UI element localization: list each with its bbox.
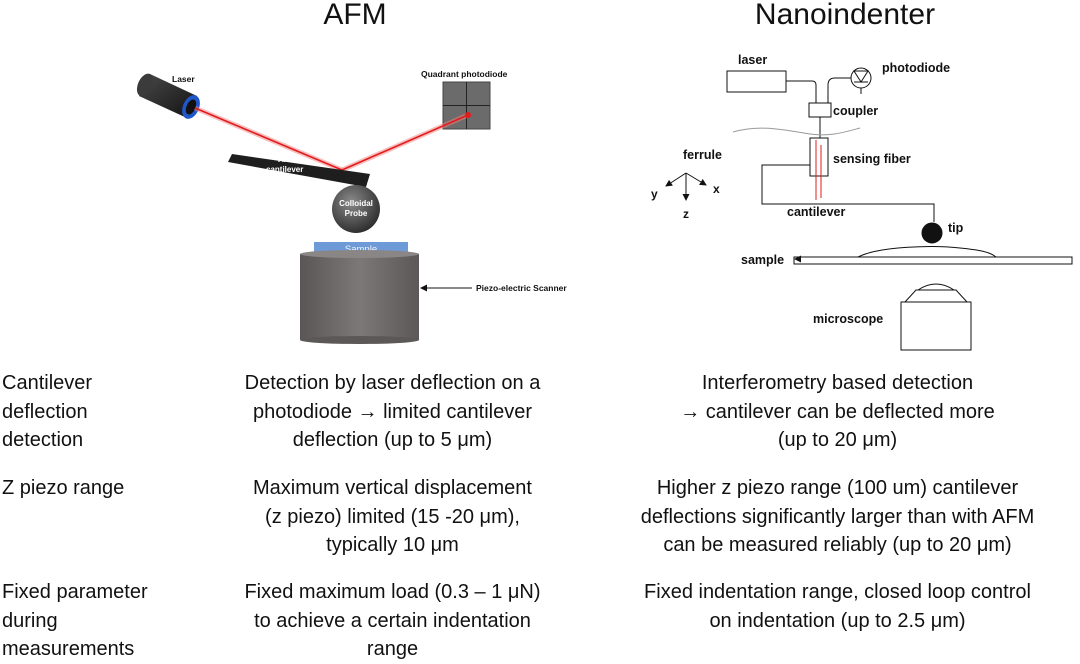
ni-microscope-label: microscope (813, 312, 883, 326)
ni-tip-label: tip (948, 221, 964, 235)
afm-diagram: Laser Quadrant photodiode AFM cantilever… (136, 69, 567, 344)
row-label-fixed-parameter: Fixed parameter during measurements (2, 581, 148, 660)
afm-column-title: AFM (323, 0, 387, 31)
afm-cantilever-label-1: AFM (278, 155, 296, 164)
axis-y-label: y (651, 187, 658, 201)
quadrant-photodiode-label: Quadrant photodiode (421, 69, 508, 79)
afm-laser-icon (136, 73, 200, 119)
ni-wave-line (732, 127, 861, 136)
ni-ferrule-label: ferrule (683, 148, 722, 162)
ni-sample-surface (857, 246, 997, 258)
nanoindenter-labels: laser photodiode coupler ferrule sensing… (651, 53, 964, 326)
ni-laser-box (726, 70, 787, 93)
afm-laser-label: Laser (172, 74, 195, 84)
colloidal-probe-label-1: Colloidal (339, 199, 373, 208)
photodiode-icon (827, 67, 872, 103)
afm-cantilever-label-2: cantilever (266, 165, 303, 174)
coupler-box (808, 102, 832, 118)
piezo-scanner-label: Piezo-electric Scanner (476, 283, 567, 293)
ni-sensing-fiber-label: sensing fiber (833, 152, 911, 166)
ni-laser-label: laser (738, 53, 767, 67)
ni-sample (793, 256, 1073, 265)
row-label-detection: Cantilever deflection detection (2, 372, 93, 451)
microscope-icon (900, 283, 972, 351)
afm-detection-cell: Detection by laser deflection on a photo… (244, 372, 541, 451)
comparison-diagrams: Laser Quadrant photodiode AFM cantilever… (136, 53, 1073, 351)
ni-coupler-label: coupler (833, 104, 878, 118)
afm-fixed-parameter-cell: Fixed maximum load (0.3 – 1 μN) to achie… (244, 581, 541, 660)
ni-detection-cell: Interferometry based detection → cantile… (680, 372, 995, 451)
ni-laser-fiber (786, 80, 817, 103)
xyz-axes-icon (665, 172, 707, 201)
afm-z-piezo-cell: Maximum vertical displacement (z piezo) … (253, 477, 532, 556)
colloidal-probe-label-2: Probe (345, 209, 368, 218)
sensing-fiber-block (809, 137, 829, 177)
afm-cantilever (228, 154, 370, 187)
row-label-z-piezo: Z piezo range (2, 477, 125, 499)
piezo-scanner (300, 250, 419, 344)
axis-z-label: z (683, 207, 689, 221)
ni-tip (921, 222, 943, 244)
ni-z-piezo-cell: Higher z piezo range (100 um) cantilever… (640, 477, 1035, 556)
axis-x-label: x (713, 182, 720, 196)
afm-sample-label: Sample (345, 244, 377, 255)
ni-sample-label: sample (741, 253, 784, 267)
nanoindenter-diagram (665, 67, 1073, 351)
nanoindenter-column-title: Nanoindenter (754, 0, 936, 31)
laser-beam (194, 105, 471, 173)
ni-fixed-parameter-cell: Fixed indentation range, closed loop con… (644, 581, 1031, 632)
ferrule-mount (761, 164, 935, 222)
colloidal-probe (332, 185, 380, 233)
ni-photodiode-label: photodiode (882, 61, 950, 75)
ni-cantilever-label: cantilever (787, 205, 846, 219)
